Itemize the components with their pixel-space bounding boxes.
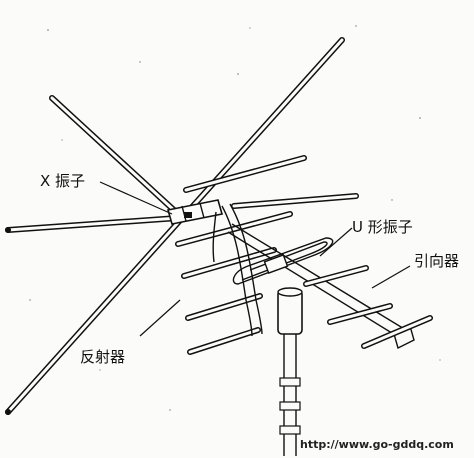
u-folded-dipole	[232, 237, 334, 285]
label-director: 引向器	[414, 252, 459, 270]
paper-speckles	[29, 25, 441, 411]
label-x-dipole: X 振子	[40, 172, 85, 190]
label-u-dipole: U 形振子	[352, 218, 413, 236]
reflector-elements	[175, 155, 307, 355]
director-elements	[303, 265, 433, 349]
x-dipole	[5, 37, 359, 415]
leader-lines	[99, 181, 411, 337]
mast	[277, 287, 303, 456]
label-reflector: 反射器	[80, 348, 125, 366]
watermark: http://www.go-gddq.com	[300, 438, 454, 451]
